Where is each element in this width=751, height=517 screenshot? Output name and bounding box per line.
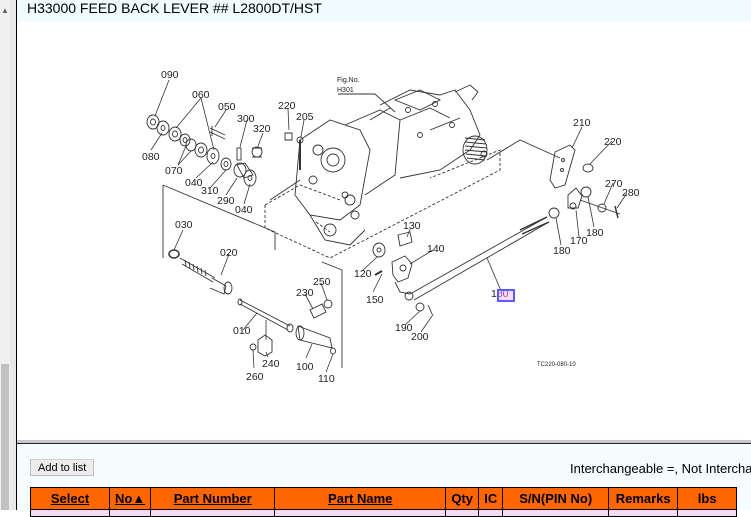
parts-diagram[interactable]: 090 060 050 300 320 220 205 080 070 040 …: [17, 22, 751, 440]
callout-060[interactable]: 060: [192, 89, 210, 101]
callout-100[interactable]: 100: [296, 361, 314, 373]
callout-280[interactable]: 280: [622, 187, 640, 199]
callout-090[interactable]: 090: [161, 69, 179, 81]
callout-240[interactable]: 240: [262, 358, 280, 370]
column-header-remarks: Remarks: [608, 487, 679, 510]
table-header-row: Select No▲ Part Number Part Name Qty IC …: [30, 487, 738, 510]
figure-number[interactable]: H301: [337, 87, 354, 94]
callout-205[interactable]: 205: [296, 111, 314, 123]
callout-310[interactable]: 310: [201, 185, 219, 197]
callout-120[interactable]: 120: [354, 268, 372, 280]
callout-250[interactable]: 250: [313, 276, 331, 288]
callout-180[interactable]: 180: [586, 227, 604, 239]
callout-200[interactable]: 200: [411, 331, 429, 343]
sort-part-name-link[interactable]: Part Name: [328, 491, 393, 506]
parts-list-panel: Add to list Interchangeable =, Not Inter…: [17, 444, 751, 517]
column-header-qty: Qty: [445, 487, 480, 510]
selected-callout-highlight[interactable]: [497, 289, 515, 302]
frame-divider: [16, 0, 17, 510]
callout-040[interactable]: 040: [185, 177, 203, 189]
callout-110[interactable]: 110: [318, 373, 335, 385]
callout-040b[interactable]: 040: [235, 204, 253, 216]
callout-130[interactable]: 130: [403, 220, 421, 232]
callout-050[interactable]: 050: [218, 101, 236, 113]
callout-220b[interactable]: 220: [604, 136, 622, 148]
parts-table: Select No▲ Part Number Part Name Qty IC …: [30, 487, 738, 517]
column-header-sn: S/N(PIN No): [502, 487, 610, 510]
scroll-up-arrow-icon[interactable]: ▲: [1, 6, 9, 15]
callout-020[interactable]: 020: [220, 247, 238, 259]
title-bar: H33000 FEED BACK LEVER ## L2800DT/HST: [17, 0, 751, 22]
callout-320[interactable]: 320: [253, 123, 271, 135]
callout-220[interactable]: 220: [278, 100, 296, 112]
callout-260[interactable]: 260: [246, 371, 264, 383]
vertical-scrollbar[interactable]: ▲: [0, 0, 10, 510]
callout-210[interactable]: 210: [573, 117, 591, 129]
callout-150[interactable]: 150: [366, 294, 384, 306]
column-header-part-name[interactable]: Part Name: [274, 487, 447, 510]
callout-270[interactable]: 270: [605, 178, 623, 190]
drawing-code: TC220-080-10: [537, 362, 576, 368]
callout-030[interactable]: 030: [175, 219, 193, 231]
sort-select-link[interactable]: Select: [50, 491, 90, 506]
sort-no-link[interactable]: No▲: [115, 491, 146, 506]
column-header-no[interactable]: No▲: [108, 487, 152, 510]
frame-splitter[interactable]: [17, 440, 751, 444]
scrollbar-thumb[interactable]: [1, 364, 9, 510]
sort-part-number-link[interactable]: Part Number: [173, 491, 252, 506]
interchangeable-legend: Interchangeable =, Not Intercha: [570, 461, 751, 476]
callout-300[interactable]: 300: [237, 113, 255, 125]
column-header-select[interactable]: Select: [30, 487, 110, 510]
table-row[interactable]: [30, 509, 738, 517]
callout-290[interactable]: 290: [217, 195, 235, 207]
callout-190[interactable]: 190: [395, 322, 413, 334]
callout-180b[interactable]: 180: [553, 245, 571, 257]
callout-230[interactable]: 230: [296, 287, 314, 299]
callout-080[interactable]: 080: [142, 151, 160, 163]
frame-border: [10, 0, 16, 510]
callout-010[interactable]: 010: [233, 325, 251, 337]
callout-160[interactable]: 160: [491, 288, 509, 300]
callout-070[interactable]: 070: [165, 165, 183, 177]
column-header-part-number[interactable]: Part Number: [150, 487, 276, 510]
add-to-list-button[interactable]: Add to list: [30, 459, 95, 476]
column-header-lbs: lbs: [677, 487, 738, 510]
column-header-ic: IC: [478, 487, 504, 510]
exploded-view-drawing: 090 060 050 300 320 220 205 080 070 040 …: [142, 69, 640, 385]
page-title: H33000 FEED BACK LEVER ## L2800DT/HST: [27, 0, 322, 16]
figure-label: Fig.No.: [337, 77, 360, 84]
callout-170[interactable]: 170: [570, 235, 588, 247]
callout-140[interactable]: 140: [427, 243, 445, 255]
